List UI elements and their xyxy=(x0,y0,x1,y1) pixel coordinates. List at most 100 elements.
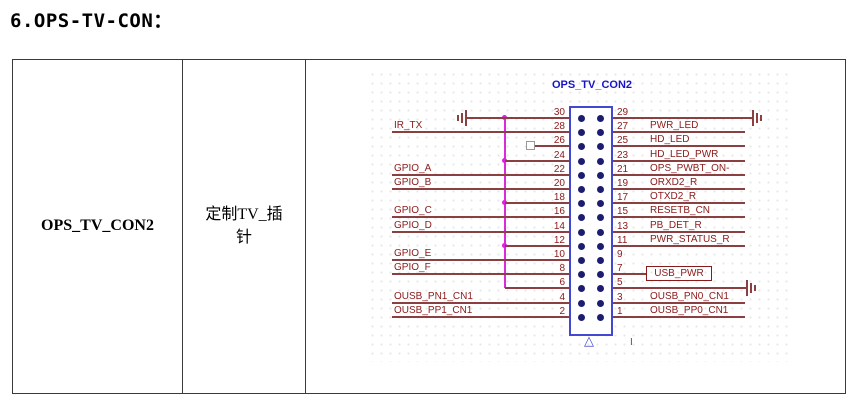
wire xyxy=(392,188,569,190)
pin-number-right: 23 xyxy=(617,150,629,161)
pin-circle xyxy=(597,314,604,321)
wire xyxy=(505,245,569,247)
pin-number-right: 3 xyxy=(617,292,623,303)
pin-circle xyxy=(578,214,585,221)
pin-number-left: 28 xyxy=(553,121,565,132)
pin-number-left: 20 xyxy=(553,178,565,189)
table-divider xyxy=(182,59,183,394)
pin-number-right: 9 xyxy=(617,249,623,260)
net-label: ORXD2_R xyxy=(650,177,698,188)
ground-bar xyxy=(756,113,758,123)
pin-circle xyxy=(597,214,604,221)
pin-circle xyxy=(597,243,604,250)
pin-number-left: 18 xyxy=(553,192,565,203)
pin-circle xyxy=(597,271,604,278)
net-label: GPIO_B xyxy=(394,177,432,188)
wire xyxy=(613,160,745,162)
wire xyxy=(613,302,745,304)
wire xyxy=(613,188,745,190)
pin-number-left: 22 xyxy=(553,164,565,175)
net-label: GPIO_F xyxy=(394,262,431,273)
net-label: PWR_STATUS_R xyxy=(650,234,730,245)
junction-dot xyxy=(502,243,507,248)
net-label: GPIO_D xyxy=(394,220,432,231)
net-label: PWR_LED xyxy=(650,120,699,131)
wire xyxy=(392,316,569,318)
section-heading: 6.OPS-TV-CON： xyxy=(10,10,173,32)
pin-number-left: 4 xyxy=(559,292,565,303)
wire xyxy=(613,174,745,176)
wire xyxy=(613,117,753,119)
wire xyxy=(613,231,745,233)
ground-bar xyxy=(746,280,748,296)
pin-circle xyxy=(597,158,604,165)
wire xyxy=(613,145,745,147)
pin-number-right: 5 xyxy=(617,277,623,288)
net-label: OPS_PWBT_ON- xyxy=(650,163,730,174)
pin-circle xyxy=(578,115,585,122)
net-label: OTXD2_R xyxy=(650,191,697,202)
wire xyxy=(613,216,745,218)
ground-bar xyxy=(465,110,467,126)
pin-circle xyxy=(578,300,585,307)
pin-number-right: 17 xyxy=(617,192,629,203)
pin-circle xyxy=(597,143,604,150)
pin-circle xyxy=(578,186,585,193)
pin-number-right: 15 xyxy=(617,206,629,217)
pin-circle xyxy=(578,229,585,236)
wire xyxy=(392,273,569,275)
pin-number-left: 10 xyxy=(553,249,565,260)
pin-number-left: 6 xyxy=(559,277,565,288)
connector-name-cell: OPS_TV_CON2 xyxy=(41,217,154,234)
wire xyxy=(392,216,569,218)
wire xyxy=(613,245,745,247)
wire xyxy=(392,131,569,133)
pin-number-right: 27 xyxy=(617,121,629,132)
pin-number-left: 2 xyxy=(559,306,565,317)
pin-circle xyxy=(597,186,604,193)
pin-circle xyxy=(578,200,585,207)
pin-number-left: 26 xyxy=(553,135,565,146)
pin-circle xyxy=(597,300,604,307)
ground-bar xyxy=(760,115,762,121)
ground-symbol xyxy=(457,110,468,126)
wire xyxy=(505,160,569,162)
pin-circle xyxy=(578,257,585,264)
junction-dot xyxy=(502,200,507,205)
net-label: HD_LED xyxy=(650,134,690,145)
pin-number-right: 13 xyxy=(617,221,629,232)
wire xyxy=(505,287,569,289)
ground-symbol xyxy=(746,280,757,296)
pin-number-left: 8 xyxy=(559,263,565,274)
wire xyxy=(613,287,747,289)
wire xyxy=(613,202,745,204)
pin-number-right: 19 xyxy=(617,178,629,189)
net-label: RESETB_CN xyxy=(650,205,711,216)
pin-circle xyxy=(578,158,585,165)
schematic-title: OPS_TV_CON2 xyxy=(551,79,633,91)
table-divider xyxy=(305,59,306,394)
pin-circle xyxy=(578,129,585,136)
ground-bar xyxy=(457,115,459,121)
pin-number-left: 12 xyxy=(553,235,565,246)
pin-circle xyxy=(578,143,585,150)
net-label: OUSB_PP0_CN1 xyxy=(650,305,729,316)
pin-circle xyxy=(578,172,585,179)
usb-pwr-port-box: USB_PWR xyxy=(646,266,712,281)
wire xyxy=(535,145,569,147)
ground-bar xyxy=(461,113,463,123)
pin-circle xyxy=(578,243,585,250)
net-label: OUSB_PN1_CN1 xyxy=(394,291,473,302)
net-label: OUSB_PN0_CN1 xyxy=(650,291,729,302)
pin-circle xyxy=(597,257,604,264)
net-label: GPIO_A xyxy=(394,163,432,174)
pin-circle xyxy=(597,200,604,207)
pin-circle xyxy=(578,285,585,292)
pin-number-right: 29 xyxy=(617,107,629,118)
wire xyxy=(392,174,569,176)
pin-number-right: 11 xyxy=(617,235,628,246)
pin-number-left: 24 xyxy=(553,150,565,161)
ground-bar xyxy=(752,110,754,126)
connector-desc-text: 定制TV_插针 xyxy=(205,205,283,246)
